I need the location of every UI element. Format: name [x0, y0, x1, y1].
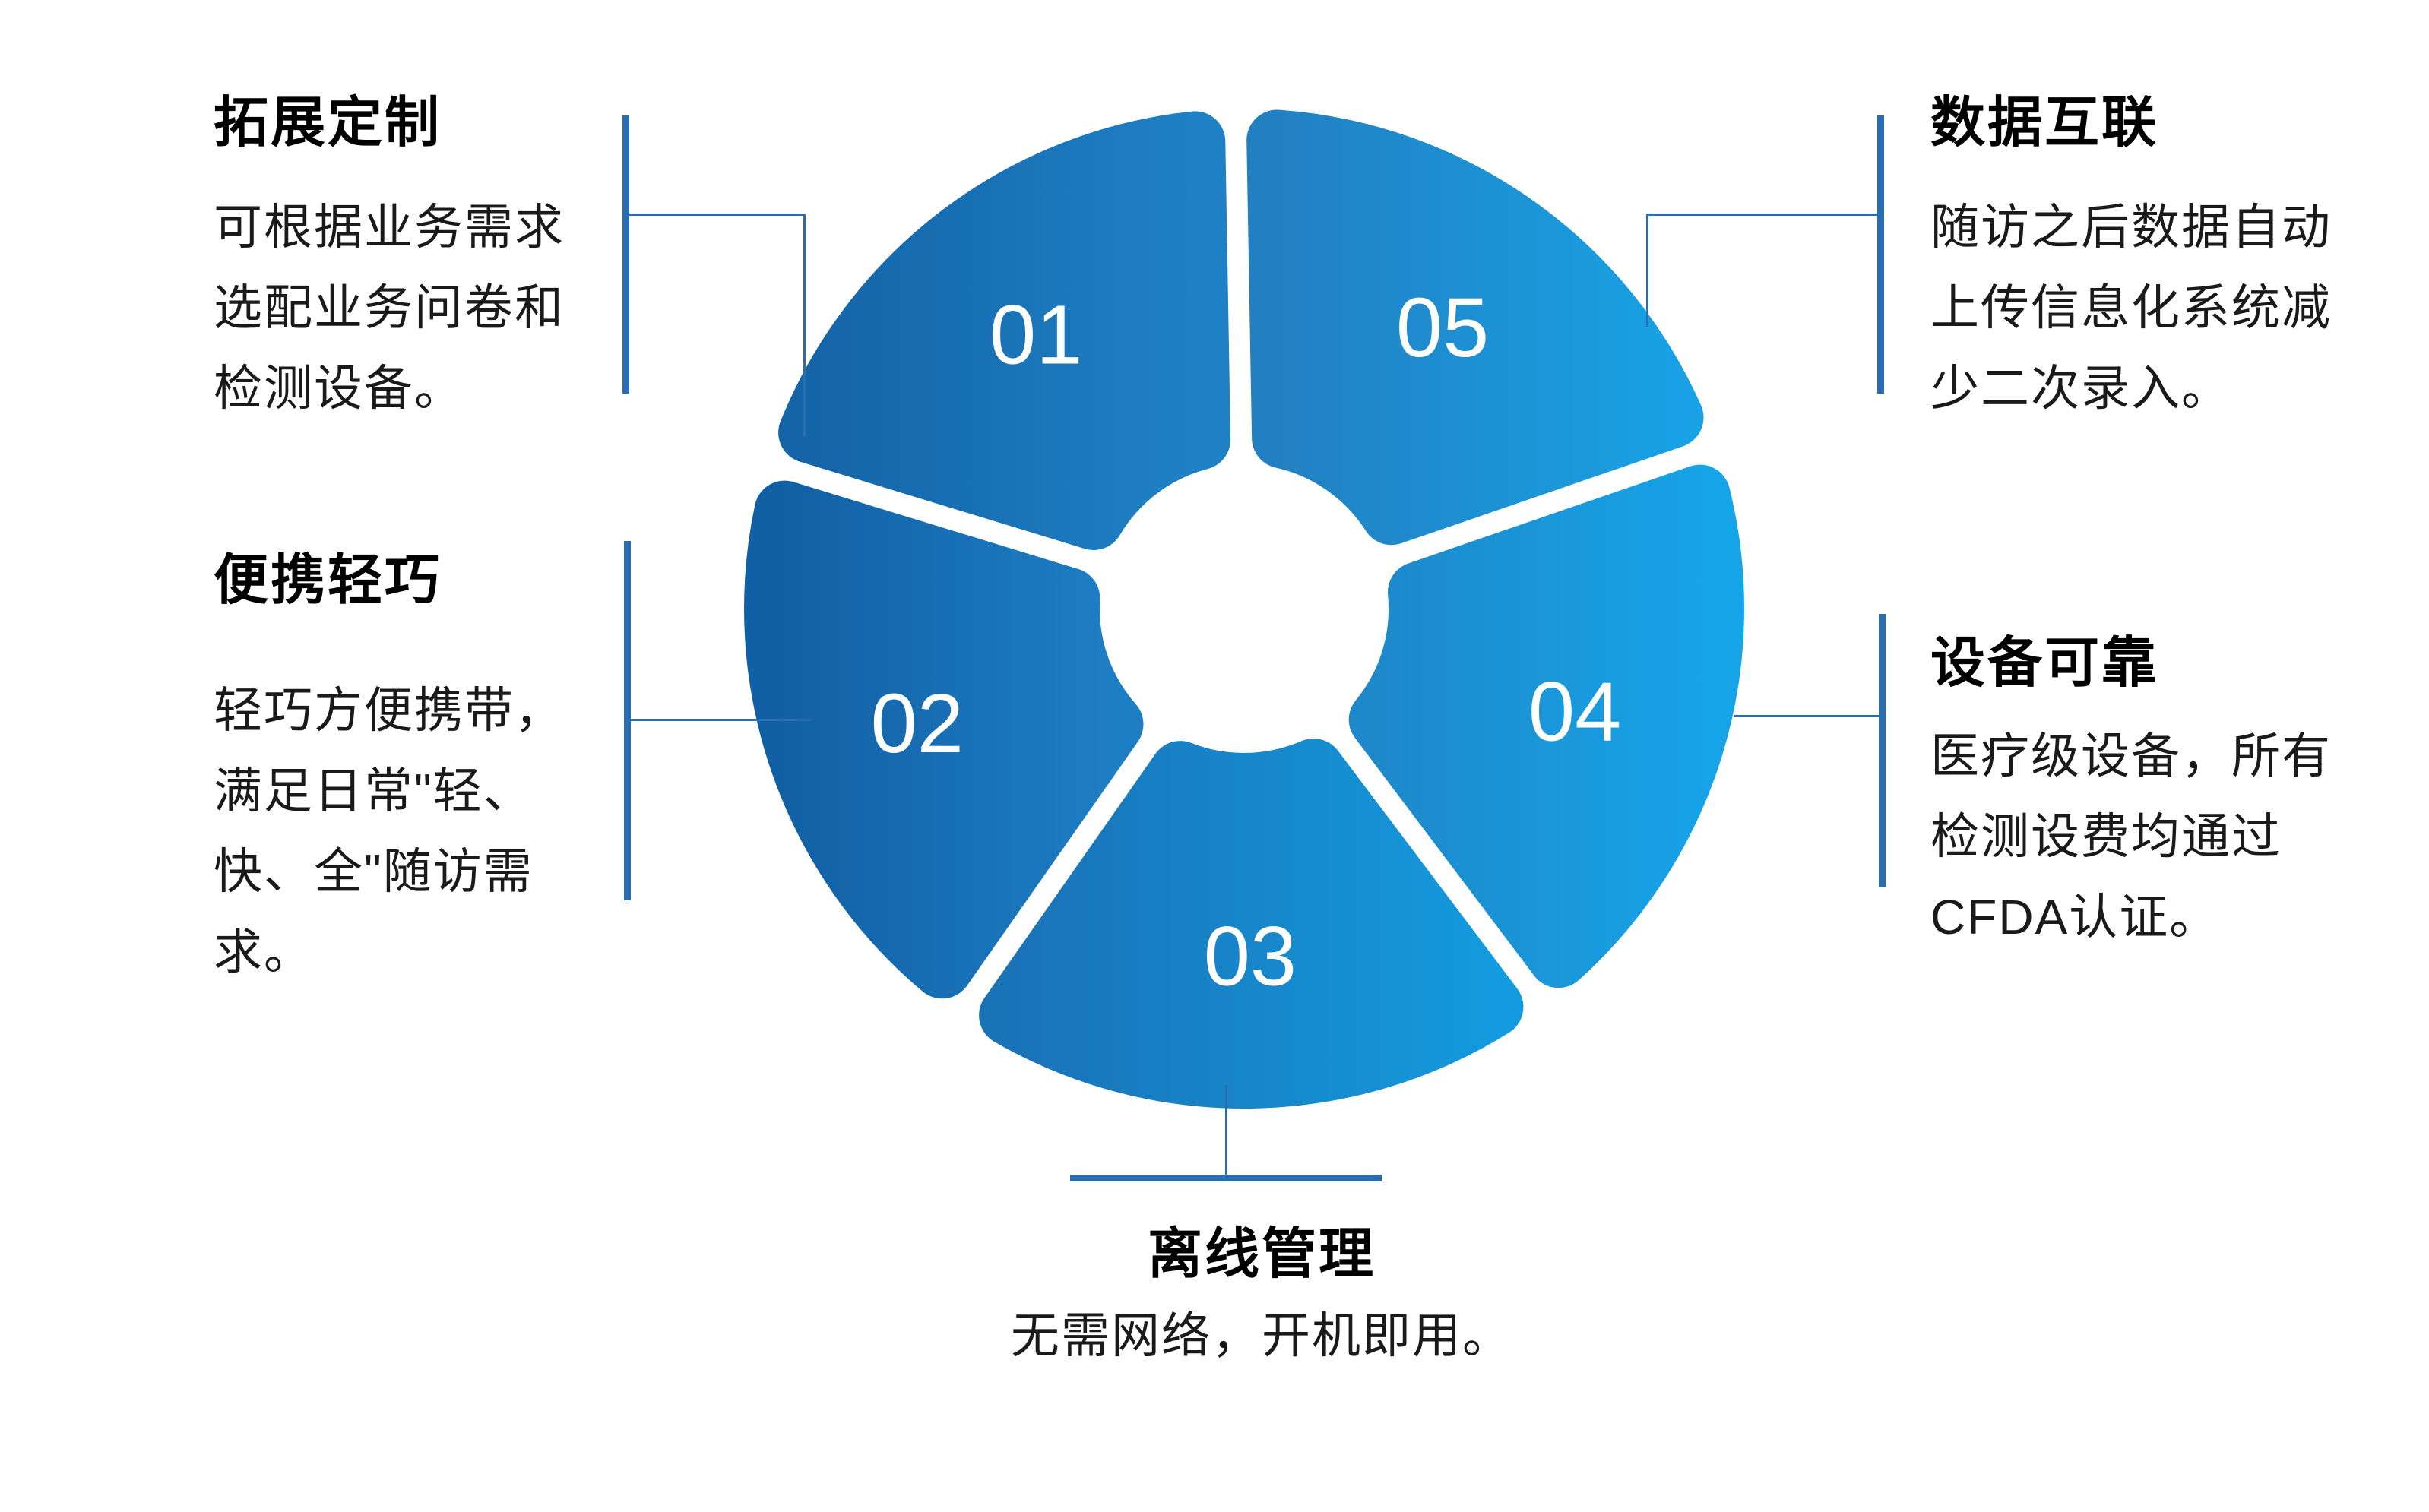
petal-label-01: 01: [990, 288, 1082, 381]
feature-block-reliable-device: 设备可靠 医疗级设备，所有 检测设费均通过 CFDA认证。: [1930, 633, 2429, 944]
connector-line-top-left-h: [628, 214, 805, 216]
connector-line-top-left-v: [803, 214, 806, 437]
petal-05: [1246, 109, 1704, 546]
petal-04: [1348, 464, 1744, 988]
petal-03: [979, 739, 1524, 1109]
connector-bar-top-left: [622, 115, 629, 394]
feature-title: 便携轻巧: [214, 550, 442, 611]
feature-title: 设备可靠: [1930, 633, 2159, 694]
connector-line-top-right-v: [1646, 214, 1648, 327]
petal-label-02: 02: [871, 677, 964, 770]
feature-title: 数据互联: [1930, 93, 2159, 153]
petal-label-03: 03: [1204, 910, 1297, 1004]
feature-body-line: 检测设费均通过: [1930, 809, 2282, 864]
feature-title: 拓展定制: [214, 93, 442, 153]
connector-bar-top-right: [1877, 115, 1884, 394]
feature-body: 随访之后数据自动 上传信息化系统减 少二次录入。: [1930, 187, 2332, 429]
connector-bar-mid-left: [624, 541, 631, 900]
feature-body: 轻巧方便携带， 满足日常"轻、 快、全"随访需 求。: [214, 670, 565, 992]
feature-block-portable: 便携轻巧 轻巧方便携带， 满足日常"轻、 快、全"随访需 求。: [214, 550, 746, 979]
feature-body-line: 医疗级设备，所有: [1930, 729, 2332, 783]
connector-line-mid-right-h: [1734, 715, 1880, 717]
feature-body-line: 求。: [214, 925, 314, 979]
feature-body-line: 无需网络，开机即用。: [1011, 1308, 1512, 1363]
feature-body-line: 少二次录入。: [1930, 361, 2231, 416]
feature-body: 可根据业务需求 选配业务问卷和 检测设备。: [214, 187, 565, 429]
petal-01: [778, 111, 1231, 550]
connector-line-mid-left-h: [629, 719, 811, 721]
feature-body-line: 上传信息化系统减: [1930, 280, 2332, 335]
feature-body: 无需网络，开机即用。: [882, 1295, 1642, 1376]
petal-02: [744, 480, 1144, 999]
feature-body-line: 快、全"随访需: [214, 844, 534, 899]
connector-bar-mid-right: [1879, 614, 1886, 887]
feature-title: 离线管理: [1147, 1224, 1376, 1285]
feature-body-line: 可根据业务需求: [214, 200, 565, 255]
petal-label-04: 04: [1528, 666, 1621, 759]
feature-body-line: 随访之后数据自动: [1930, 200, 2332, 255]
connector-line-bottom-v: [1225, 1085, 1227, 1176]
feature-body: 医疗级设备，所有 检测设费均通过 CFDA认证。: [1930, 716, 2332, 957]
feature-block-offline-management: 离线管理 无需网络，开机即用。: [882, 1224, 1642, 1363]
feature-body-line: 轻巧方便携带，: [214, 683, 565, 738]
feature-body-line: 检测设备。: [214, 361, 464, 416]
feature-body-line: 选配业务问卷和: [214, 280, 565, 335]
petal-label-05: 05: [1396, 281, 1489, 375]
feature-body-line: 满足日常"轻、: [214, 764, 534, 818]
feature-block-expand-custom: 拓展定制 可根据业务需求 选配业务问卷和 检测设备。: [214, 93, 746, 416]
feature-body-line: CFDA认证。: [1930, 890, 2220, 944]
connector-line-top-right-h: [1646, 214, 1879, 216]
connector-bar-bottom: [1070, 1175, 1382, 1181]
feature-block-data-interconnect: 数据互联 随访之后数据自动 上传信息化系统减 少二次录入。: [1930, 93, 2429, 416]
